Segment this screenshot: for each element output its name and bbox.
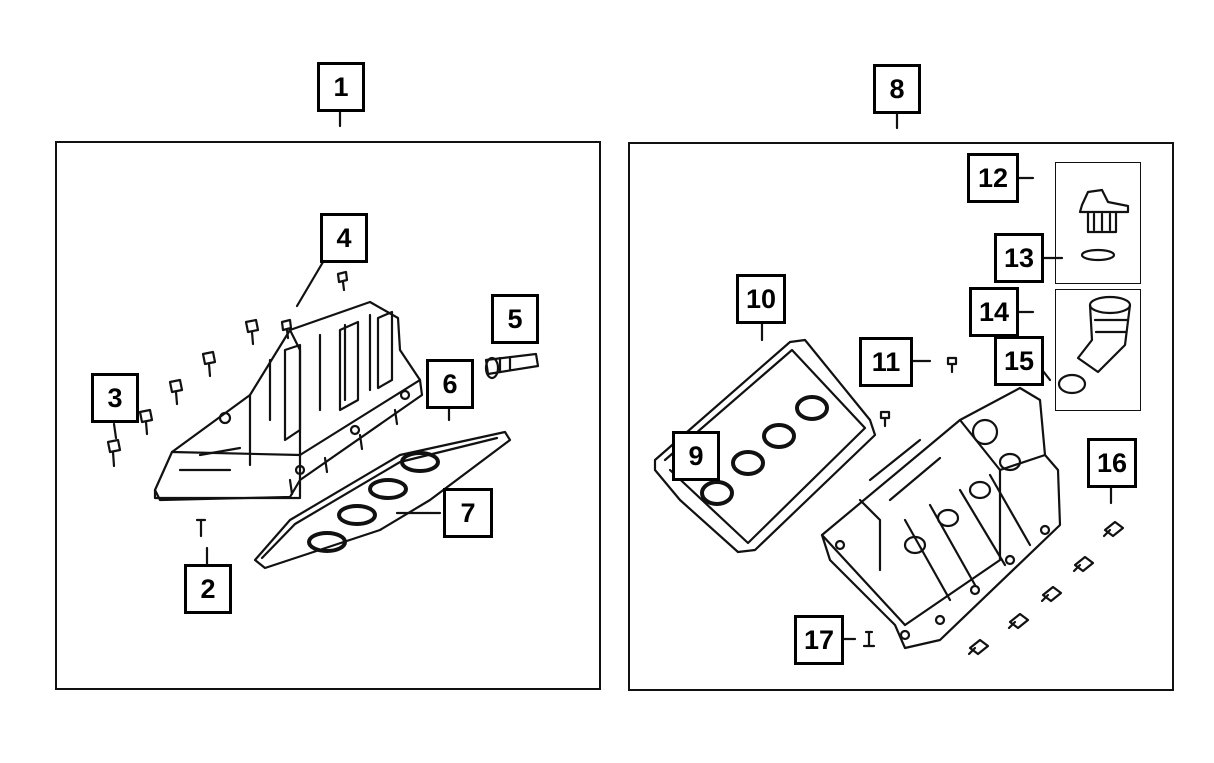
left-tube-seals — [307, 451, 440, 553]
left-panel-frame — [55, 141, 601, 690]
callout-6: 6 — [426, 359, 474, 409]
right-panel-frame — [628, 142, 1174, 691]
oil-filler-tube — [1057, 295, 1132, 395]
right-tube-seals — [700, 395, 829, 506]
left-valve-cover — [153, 300, 424, 502]
callout-17: 17 — [794, 615, 844, 665]
right-gasket — [653, 338, 877, 554]
callout-13: 13 — [994, 233, 1044, 283]
callout-14: 14 — [969, 287, 1019, 337]
callout-10: 10 — [736, 274, 786, 324]
callout-11: 11 — [859, 337, 913, 387]
right-valve-cover — [820, 386, 1062, 650]
callout-5: 5 — [491, 294, 539, 344]
left-gasket — [253, 430, 512, 570]
callout-8: 8 — [873, 64, 921, 114]
callout-3: 3 — [91, 373, 139, 423]
callout-9: 9 — [672, 431, 720, 481]
callout-1: 1 — [317, 62, 365, 112]
left-pcv-valve — [484, 352, 540, 380]
oil-filler-cap — [1078, 188, 1130, 262]
callout-7: 7 — [443, 488, 493, 538]
callout-4: 4 — [320, 213, 368, 263]
callout-12: 12 — [967, 153, 1019, 203]
callout-16: 16 — [1087, 438, 1137, 488]
callout-15: 15 — [994, 336, 1044, 386]
sub-frame-12-13 — [1055, 162, 1141, 284]
right-bolts — [862, 356, 1125, 656]
sub-frame-14-15 — [1055, 289, 1141, 411]
leader-lines — [112, 110, 1113, 641]
callout-2: 2 — [184, 564, 232, 614]
left-bolts — [106, 270, 349, 538]
